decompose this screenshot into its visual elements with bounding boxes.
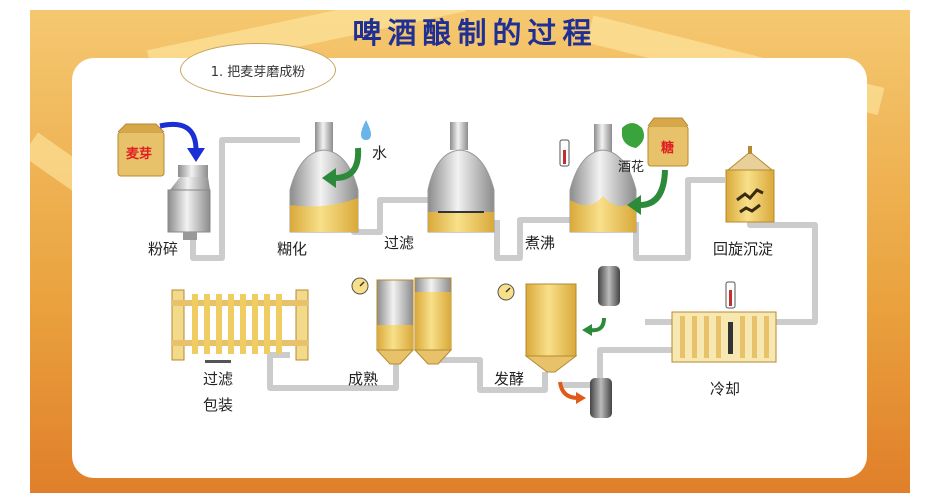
cooling-label: 冷却 bbox=[710, 380, 741, 398]
co2-cylinder bbox=[598, 266, 620, 306]
lautering-label: 过滤 bbox=[384, 234, 415, 252]
diagram-board bbox=[72, 58, 867, 478]
whirlpool-label: 回旋沉淀 bbox=[713, 240, 774, 258]
mash-tun bbox=[289, 122, 359, 233]
fermenter-tank bbox=[524, 283, 578, 373]
thermometer-icon bbox=[725, 281, 736, 309]
yeast-cylinder bbox=[590, 378, 612, 418]
grinder-machine bbox=[167, 165, 211, 240]
boil-kettle bbox=[569, 124, 637, 233]
lauter-tun bbox=[427, 122, 495, 233]
maturation-label: 成熟 bbox=[348, 370, 379, 388]
filter-press bbox=[171, 289, 309, 363]
fermentation-label: 发酵 bbox=[494, 370, 525, 388]
water-drop bbox=[361, 120, 371, 140]
green-arrow bbox=[334, 147, 362, 181]
blue-arrow bbox=[159, 122, 199, 151]
whirlpool-tank bbox=[725, 146, 775, 223]
gauge-icon bbox=[351, 277, 369, 295]
water-label: 水 bbox=[372, 144, 388, 162]
sugar-bag bbox=[647, 117, 689, 167]
mashing-label: 糊化 bbox=[277, 240, 308, 258]
boiling-label: 煮沸 bbox=[525, 234, 556, 252]
grinding-label: 粉碎 bbox=[148, 240, 179, 258]
page-title: 啤酒酿制的过程 bbox=[352, 16, 598, 50]
filtering-label: 过滤 bbox=[203, 370, 234, 388]
packaging-label: 包装 bbox=[203, 396, 234, 414]
sugar-label: 糖 bbox=[661, 141, 675, 156]
hops-icon bbox=[622, 123, 644, 148]
cooler-unit bbox=[671, 311, 777, 363]
malt-bag bbox=[117, 123, 165, 177]
gauge-icon bbox=[497, 283, 515, 301]
thermometer-icon bbox=[559, 139, 570, 167]
hops-label: 酒花 bbox=[618, 160, 645, 175]
malt-label: 麦芽 bbox=[126, 147, 153, 162]
step-bubble: 1. 把麦芽磨成粉 bbox=[180, 43, 336, 97]
maturation-tanks bbox=[375, 277, 453, 365]
